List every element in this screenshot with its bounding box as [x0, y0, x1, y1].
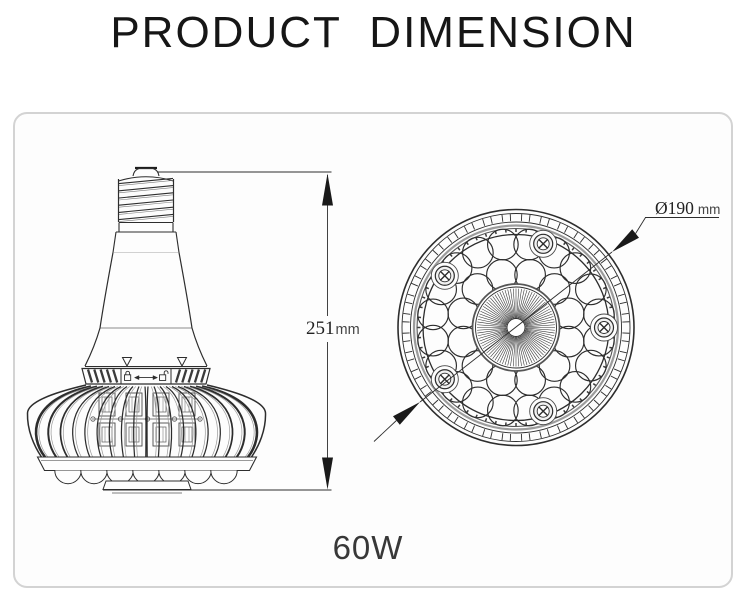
- screw-icon: [590, 313, 618, 342]
- page-title: PRODUCT DIMENSION: [110, 8, 637, 57]
- top-view-drawing: [397, 208, 635, 447]
- wattage-label: 60W: [332, 529, 404, 566]
- twist-lock-band: [81, 366, 211, 385]
- screw-icon: [529, 397, 558, 426]
- alignment-triangle-icon: [121, 357, 133, 368]
- bottom-rim-and-lenses: [36, 456, 258, 494]
- unlock-icon: [159, 370, 169, 381]
- diameter-dimension-line: [373, 217, 719, 442]
- diameter-unit: mm: [697, 202, 721, 217]
- lock-icon: [124, 370, 132, 381]
- bulb-neck-cone: [84, 252, 208, 367]
- screw-icon: [430, 365, 459, 394]
- side-view-drawing: [26, 166, 267, 494]
- height-unit: mm: [335, 322, 360, 338]
- screw-icon: [529, 229, 558, 258]
- screw-icon: [430, 261, 459, 290]
- height-dimension-line: [103, 171, 333, 491]
- rotate-direction-arrow-icon: [133, 375, 159, 380]
- alignment-triangle-icon: [176, 357, 188, 368]
- e40-screw-base: [112, 166, 180, 253]
- diameter-value: Ø190: [655, 198, 694, 218]
- heatsink-fins: [26, 384, 267, 458]
- height-value: 251: [306, 318, 335, 339]
